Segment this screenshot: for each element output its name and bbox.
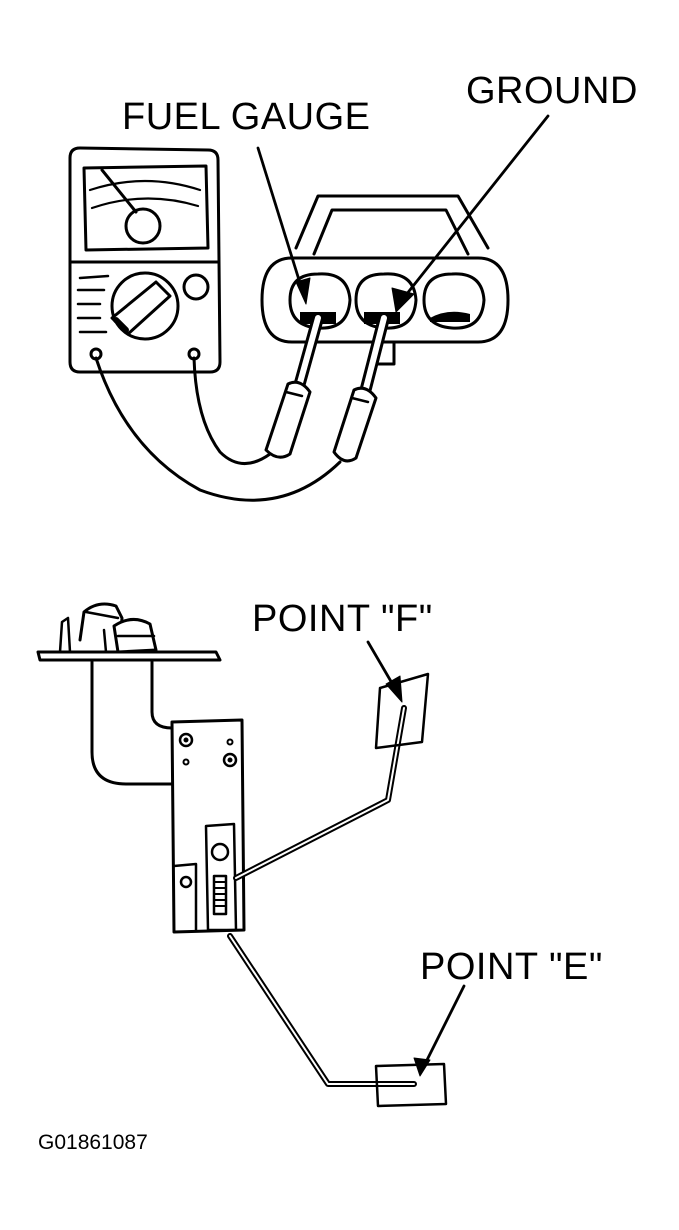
label-ground: GROUND [466, 70, 638, 112]
label-arrows-top [256, 114, 550, 313]
label-point-e: POINT "E" [420, 946, 603, 988]
figure-code: G01861087 [38, 1131, 148, 1154]
meter-display [82, 164, 210, 252]
meter-scale-ticks [76, 274, 110, 334]
label-point-f: POINT "F" [252, 598, 433, 640]
test-probes [94, 312, 390, 502]
connector [260, 194, 510, 366]
multimeter [68, 146, 222, 374]
meter-selector-knob [110, 271, 180, 341]
label-fuel-gauge: FUEL GAUGE [122, 96, 371, 138]
fuel-sender-unit [36, 602, 448, 1108]
label-arrows-bottom [366, 640, 466, 1077]
meter-button [182, 273, 210, 301]
